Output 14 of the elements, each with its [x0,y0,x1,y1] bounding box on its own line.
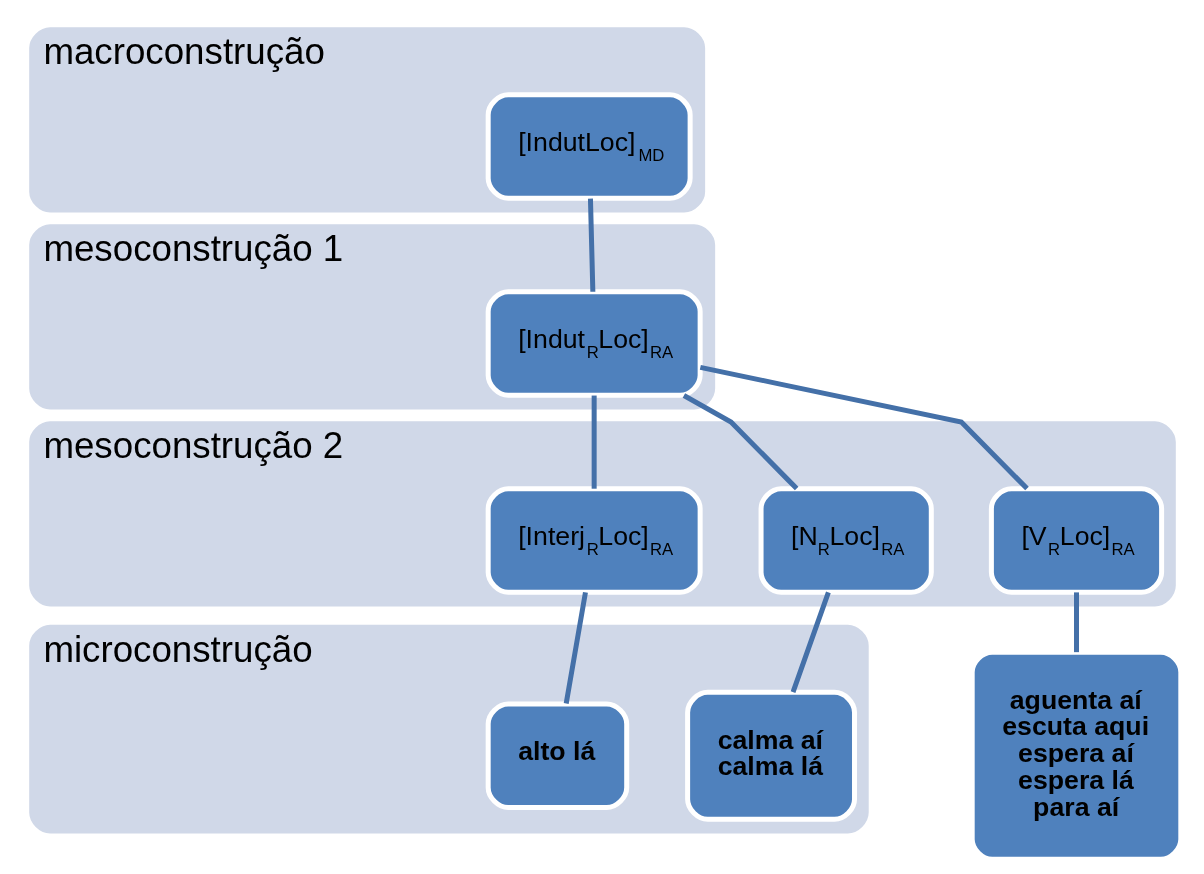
connector [682,393,798,491]
connector [563,591,588,704]
connector [587,198,595,292]
node-box: [N$_{R}$Loc]$_{RA}$ [758,486,934,595]
connector [790,591,831,693]
connector [1073,592,1079,653]
node-box: [V$_{R}$Loc]$_{RA}$ [988,486,1164,595]
node-box: [Interj$_{R}$Loc]$_{RA}$ [485,486,703,595]
node-box: alto lá [485,701,629,811]
node-box: [Indut$_{R}$Loc]$_{RA}$ [485,289,703,398]
connector [699,364,1029,491]
node-box: [IndutLoc]$_{MD}$ [485,92,693,201]
node-box: calma aí calma lá [684,689,857,822]
connector [591,395,597,489]
